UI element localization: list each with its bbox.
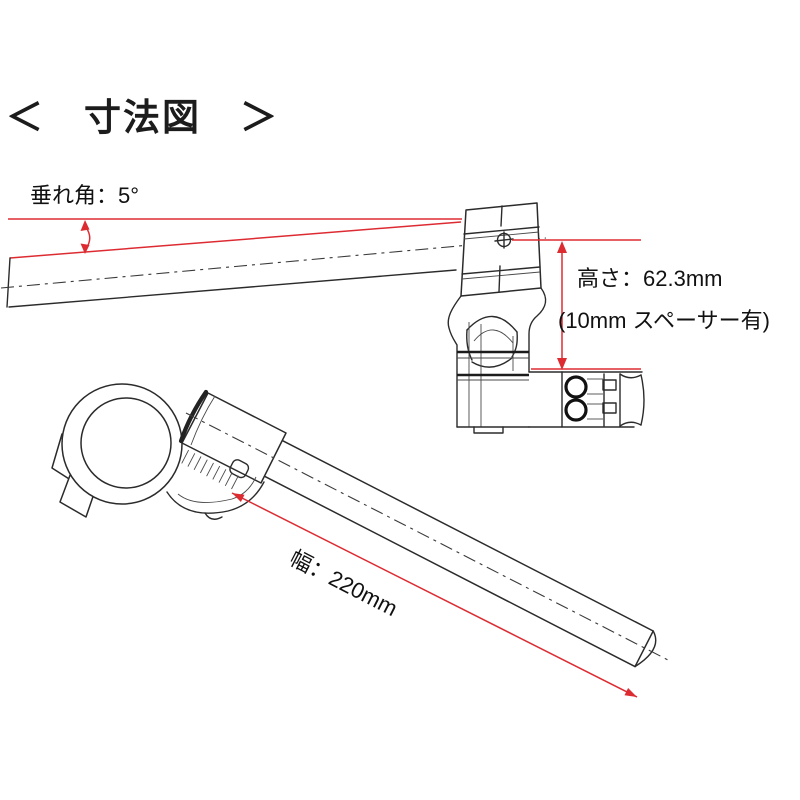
handlebar-side-view: 幅：220mm xyxy=(51,383,671,698)
drop-angle-arc xyxy=(80,220,91,254)
knurl-hatching xyxy=(181,449,239,490)
fork-clamp xyxy=(447,287,547,434)
drop-angle-label: 垂れ角：5° xyxy=(30,183,139,208)
handlebar-tube-side xyxy=(256,436,657,668)
height-note-label: (10mm スペーサー有) xyxy=(558,308,770,333)
tube-centerline-side xyxy=(185,412,671,662)
tube-end-cap xyxy=(634,630,657,668)
ring-inner-bore xyxy=(80,397,172,489)
clamp-bracket xyxy=(166,459,265,520)
clamp-bolt-bottom xyxy=(564,398,588,422)
width-dimension xyxy=(231,492,638,698)
center-mark-icon xyxy=(494,231,514,249)
width-label: 幅：220mm xyxy=(286,545,402,621)
page-title: ＜ 寸法図 ＞ xyxy=(6,97,279,138)
clamp-bolt-top xyxy=(564,375,588,399)
height-dimension xyxy=(512,239,641,370)
handlebar-top-view: 垂れ角：5° xyxy=(0,183,770,434)
clamp-cylinder xyxy=(528,371,645,428)
height-label: 高さ：62.3mm xyxy=(577,266,722,291)
handlebar-tube-top xyxy=(0,221,547,308)
bar-clamp xyxy=(460,202,542,297)
